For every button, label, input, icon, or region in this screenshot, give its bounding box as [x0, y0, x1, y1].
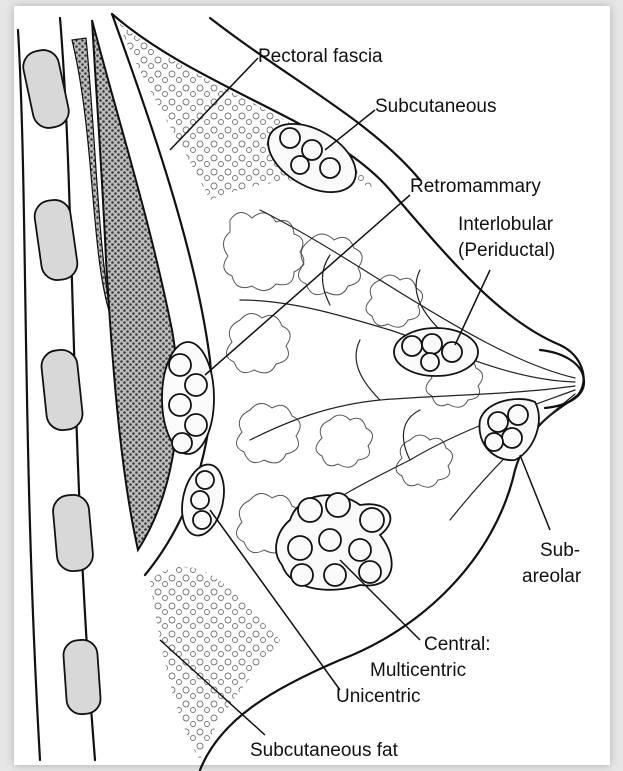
label-retromammary: Retromammary — [410, 176, 541, 197]
lymph-node-subareolar — [479, 399, 538, 460]
label-interlobular: Interlobular — [458, 214, 554, 235]
label-pectoral-fascia: Pectoral fascia — [258, 46, 383, 67]
label-subareolar-2: areolar — [522, 566, 582, 587]
label-subcutaneous: Subcutaneous — [375, 96, 497, 117]
label-central: Central: — [424, 634, 491, 655]
lymph-node-multicentric — [276, 493, 392, 590]
lymph-node-interlobular — [394, 328, 478, 376]
label-unicentric: Unicentric — [336, 686, 420, 707]
label-multicentric: Multicentric — [370, 660, 466, 681]
label-subcutaneous-fat: Subcutaneous fat — [250, 740, 399, 761]
label-periductal: (Periductal) — [458, 240, 555, 261]
label-subareolar-1: Sub- — [540, 540, 580, 561]
lymph-node-retromammary — [162, 342, 214, 454]
